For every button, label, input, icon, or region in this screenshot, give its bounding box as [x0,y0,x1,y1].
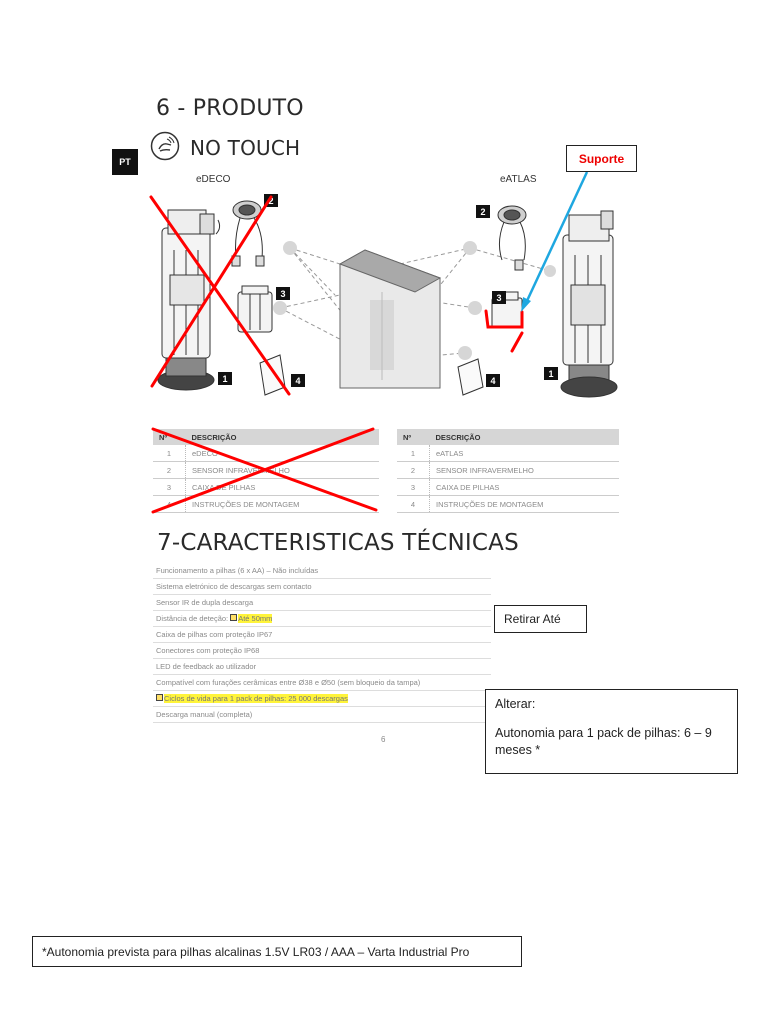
spec-text: Funcionamento a pilhas (6 x AA) – Não in… [153,563,491,579]
spec-text: Conectores com proteção IP68 [153,642,491,659]
spec-row: Distância de deteção: Até 50mm [153,610,491,627]
spec-row: Sensor IR de dupla descarga [153,594,491,611]
spec-text: Sistema eletrónico de descargas sem cont… [153,578,491,595]
spec-text: Ciclos de vida para 1 pack de pilhas: 25… [153,690,491,707]
table-cell: eDECO [185,445,379,462]
retirar-annotation: Retirar Até [494,605,587,633]
table-cell: 1 [153,445,186,462]
page-number: 6 [381,735,386,744]
spec-row: Sistema eletrónico de descargas sem cont… [153,578,491,595]
column-header-number: Nº [153,429,186,445]
table-cell: 1 [397,445,430,462]
table-cell: 4 [153,495,186,513]
spec-text-prefix: Distância de deteção: [156,614,231,623]
eatlas-sensor-drawing [497,205,527,271]
table-header-row: Nº DESCRIÇÃO [397,429,619,445]
product-label-edeco: eDECO [196,174,231,185]
table-cell: 3 [397,478,430,496]
column-header-description: DESCRIÇÃO [429,429,619,445]
table-cell: 3 [153,478,186,496]
brand-name: NO TOUCH [190,136,301,160]
eatlas-valve-drawing [560,210,618,398]
section-7-title: 7-CARACTERISTICAS TÉCNICAS [157,530,519,556]
column-header-description: DESCRIÇÃO [185,429,379,445]
table-cell: INSTRUÇÕES DE MONTAGEM [185,495,379,513]
edeco-sensor-drawing [231,200,265,267]
part-number-badge: 2 [476,205,490,218]
table-cell: SENSOR INFRAVERMELHO [429,461,619,479]
eatlas-instructions-drawing [457,358,484,396]
spec-row: Compatível com furações cerâmicas entre … [153,674,491,691]
alterar-text: Autonomia para 1 pack de pilhas: 6 – 9 m… [495,725,712,757]
table-cell: INSTRUÇÕES DE MONTAGEM [429,495,619,513]
column-header-number: Nº [397,429,430,445]
highlighted-spec-text: Ciclos de vida para 1 pack de pilhas: 25… [164,694,348,703]
part-number-badge: 2 [264,194,278,207]
touchless-hand-icon [150,131,180,161]
spec-text: Sensor IR de dupla descarga [153,594,491,611]
table-cell: CAIXA DE PILHAS [429,478,619,496]
spec-row: Ciclos de vida para 1 pack de pilhas: 25… [153,690,491,707]
table-cell: CAIXA DE PILHAS [185,478,379,496]
part-number-badge: 3 [492,291,506,304]
spec-text: Distância de deteção: Até 50mm [153,610,491,627]
technical-specs-table: Funcionamento a pilhas (6 x AA) – Não in… [153,563,491,723]
part-number-badge: 4 [291,374,305,387]
cistern-drawing [338,249,442,389]
part-number-badge: 3 [276,287,290,300]
spec-row: LED de feedback ao utilizador [153,658,491,675]
edeco-battery-box-drawing [237,285,273,333]
alterar-title: Alterar: [495,697,536,711]
spec-text: LED de feedback ao utilizador [153,658,491,675]
table-cell: SENSOR INFRAVERMELHO [185,461,379,479]
spec-row: Conectores com proteção IP68 [153,642,491,659]
highlighted-spec-text: Até 50mm [238,614,273,623]
suporte-annotation: Suporte [566,145,637,172]
part-number-badge: 1 [544,367,558,380]
table-header-row: Nº DESCRIÇÃO [153,429,379,445]
spec-text: Descarga manual (completa) [153,706,491,723]
table-cell: 4 [397,495,430,513]
part-number-badge: 1 [218,372,232,385]
language-badge: PT [112,149,138,175]
alterar-annotation: Alterar: Autonomia para 1 pack de pilhas… [485,689,738,774]
spec-row: Caixa de pilhas com proteção IP67 [153,626,491,643]
table-cell: 2 [153,461,186,479]
table-cell: 2 [397,461,430,479]
comment-marker-icon[interactable] [156,694,163,701]
table-cell: eATLAS [429,445,619,462]
spec-row: Funcionamento a pilhas (6 x AA) – Não in… [153,563,491,579]
comment-marker-icon[interactable] [230,614,238,621]
part-number-badge: 4 [486,374,500,387]
spec-text: Compatível com furações cerâmicas entre … [153,674,491,691]
product-label-eatlas: eATLAS [500,174,537,185]
spec-row: Descarga manual (completa) [153,706,491,723]
edeco-instructions-drawing [259,354,286,396]
footnote: *Autonomia prevista para pilhas alcalina… [32,936,522,967]
spec-text: Caixa de pilhas com proteção IP67 [153,626,491,643]
edeco-valve-drawing [157,209,221,391]
section-6-title: 6 - PRODUTO [156,96,304,121]
